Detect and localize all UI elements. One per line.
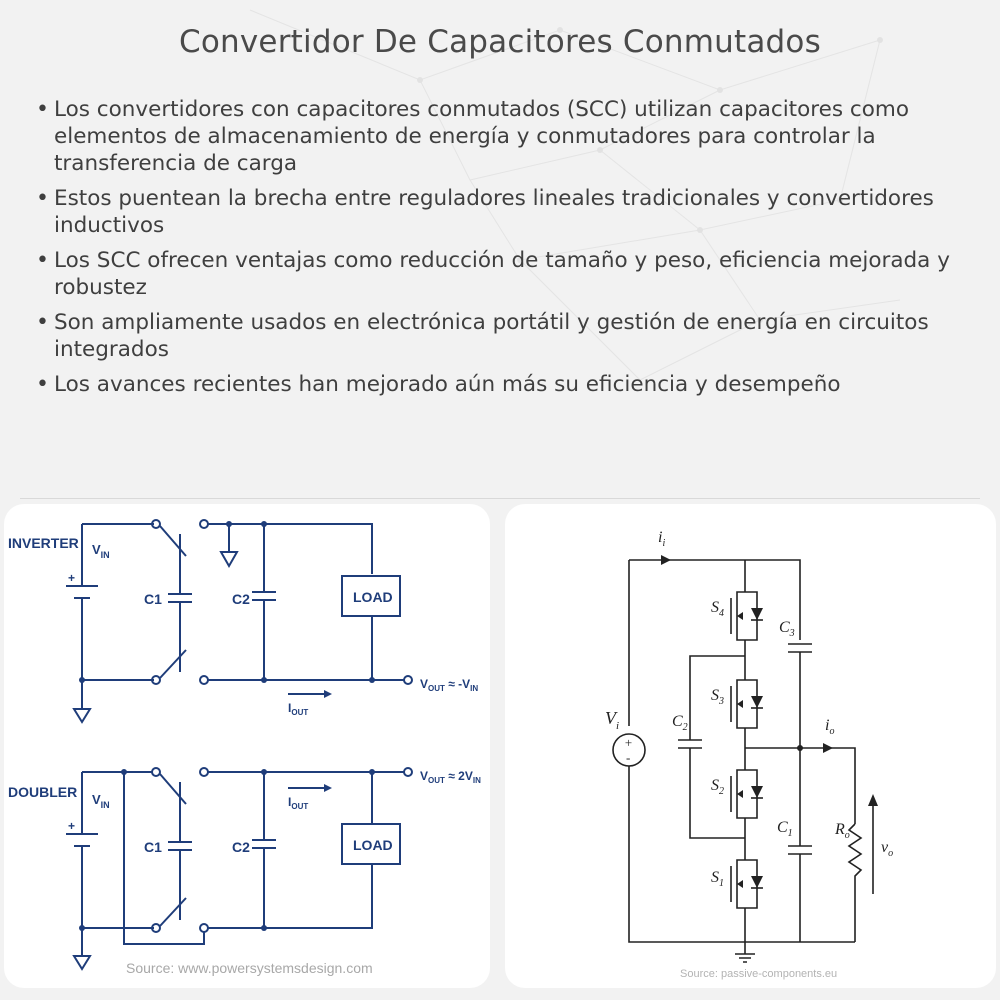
c3-label: C3 (779, 619, 795, 639)
inverter-switch-contact (199, 519, 209, 529)
inverter-ground2-icon (219, 551, 239, 569)
ii-arrowhead (661, 555, 671, 565)
right-source-caption: Source: passive-components.eu (680, 968, 838, 980)
doubler-switch-contact (151, 923, 161, 933)
c1-label: C1 (777, 819, 793, 839)
bullet-dot: • (36, 248, 49, 273)
c2-bottom-wire (689, 748, 745, 839)
background-network-art (249, 9, 901, 381)
s4-mosfet-icon (730, 591, 763, 641)
doubler-vout-label: VOUT ≈ 2VIN (420, 769, 481, 785)
inverter-c1-label: C1 (144, 591, 162, 607)
bullet-dot: • (36, 186, 49, 211)
inverter-load-label: LOAD (353, 589, 393, 605)
ground-icon (735, 953, 755, 963)
inverter-switch-contact (199, 675, 209, 685)
s2-label: S2 (711, 777, 724, 797)
bullet-dot: • (36, 97, 49, 122)
io-arrowhead (823, 743, 833, 753)
doubler-switch-blade (159, 897, 187, 927)
doubler-output-terminal (403, 767, 413, 777)
section-divider (20, 498, 980, 499)
top-rail-wire (629, 559, 801, 640)
doubler-node (79, 925, 85, 931)
doubler-return-wire (123, 772, 205, 945)
vo-arrowhead (868, 794, 878, 806)
inverter-node (261, 677, 267, 683)
scc-circuit-diagram: ii + - Vi S4 S3 (605, 529, 893, 963)
doubler-label: DOUBLER (8, 784, 77, 800)
vi-plus: + (624, 735, 633, 750)
inverter-ground-icon (72, 708, 92, 724)
doubler-iout-label: IOUT (288, 795, 308, 811)
c2-top-wire (689, 655, 745, 740)
inverter-iout-label: IOUT (288, 701, 308, 717)
inverter-switch-contact (151, 675, 161, 685)
inverter-vout-label: VOUT ≈ -VIN (420, 677, 478, 693)
doubler-switch-contact (199, 923, 209, 933)
bullet-text: Los SCC ofrecen ventajas como reducción … (54, 248, 950, 300)
doubler-c2-label: C2 (232, 839, 250, 855)
bottom-rail-wire (628, 766, 855, 943)
s1-mosfet-icon (730, 859, 763, 909)
inverter-battery-plus: + (68, 571, 75, 585)
doubler-ground-icon (72, 955, 92, 971)
inverter-right-top-wire (208, 523, 373, 574)
inverter-vin-label: VIN (92, 542, 110, 560)
s4-label: S4 (711, 599, 724, 619)
vi-minus: - (626, 750, 630, 765)
bullet-text: Los convertidores con capacitores conmut… (54, 97, 909, 176)
inverter-c2-label: C2 (232, 591, 250, 607)
bullet-item: •Estos puentean la brecha entre regulado… (36, 185, 966, 239)
bullet-text: Son ampliamente usados en electrónica po… (54, 310, 929, 362)
bullet-text: Estos puentean la brecha entre regulador… (54, 186, 934, 238)
s2-mosfet-icon (730, 769, 763, 819)
doubler-load-label: LOAD (353, 837, 393, 853)
inverter-node (369, 677, 375, 683)
doubler-iout-arrowhead (324, 784, 332, 792)
ii-label: ii (658, 529, 665, 549)
inverter-output-terminal (403, 675, 413, 685)
scc-circuit-diagram-panel: ii + - Vi S4 S3 (505, 504, 996, 988)
c2-label: C2 (672, 713, 688, 733)
ro-label: Ro (834, 821, 850, 841)
bullet-list: •Los convertidores con capacitores conmu… (36, 96, 966, 406)
bullet-text: Los avances recientes han mejorado aún m… (54, 372, 841, 397)
bullet-dot: • (36, 372, 49, 397)
doubler-switch-contact (151, 767, 161, 777)
bullet-item: •Los SCC ofrecen ventajas como reducción… (36, 247, 966, 301)
page-title: Convertidor De Capacitores Conmutados (179, 24, 821, 60)
inverter-doubler-diagram: INVERTER VIN + C1 (8, 519, 481, 971)
inverter-label: INVERTER (8, 535, 79, 551)
io-label: io (825, 717, 834, 737)
s3-mosfet-icon (730, 679, 763, 729)
ro-resistor-icon (847, 823, 863, 942)
inverter-switch-contact (151, 519, 161, 529)
inverter-iout-arrowhead (324, 690, 332, 698)
bullet-dot: • (36, 310, 49, 335)
s1-label: S1 (711, 869, 724, 889)
doubler-left-wire-bottom (81, 846, 154, 929)
vi-label: Vi (605, 708, 619, 732)
inverter-doubler-diagram-panel: INVERTER VIN + C1 (4, 504, 490, 988)
inverter-switch-blade (159, 649, 187, 679)
doubler-battery-plus: + (68, 819, 75, 833)
bullet-item: •Los convertidores con capacitores conmu… (36, 96, 966, 177)
inverter-switch-blade (159, 525, 187, 557)
output-node-wire (745, 747, 856, 824)
doubler-vin-label: VIN (92, 792, 110, 810)
doubler-switch-contact (199, 767, 209, 777)
bullet-item: •Son ampliamente usados en electrónica p… (36, 309, 966, 363)
bullet-item: •Los avances recientes han mejorado aún … (36, 371, 966, 398)
doubler-switch-blade (159, 773, 187, 805)
s3-label: S3 (711, 687, 724, 707)
doubler-load-return-wire (208, 864, 373, 929)
vo-label: vo (881, 839, 893, 859)
left-source-caption: Source: www.powersystemsdesign.com (126, 960, 373, 976)
doubler-c1-label: C1 (144, 839, 162, 855)
inverter-node (79, 677, 85, 683)
doubler-node (261, 925, 267, 931)
